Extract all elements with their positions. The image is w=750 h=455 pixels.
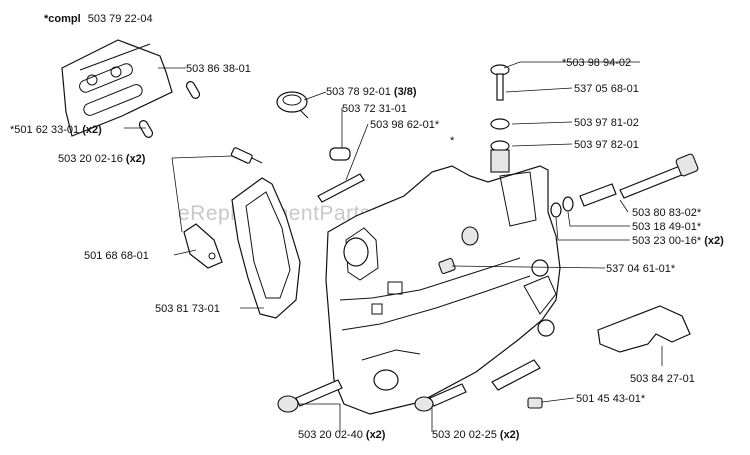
callout-503-20-02-25: 503 20 02-25 (x2) — [432, 429, 520, 441]
bolt-lower-center — [414, 383, 467, 412]
callout-503-98-62-01: 503 98 62-01* — [370, 119, 440, 131]
callout-503-18-49-01: 503 18 49-01* — [632, 221, 702, 233]
callout-503-23-00-16: 503 23 00-16* (x2) — [632, 235, 724, 247]
callout-501-45-43-01: 501 45 43-01* — [576, 393, 646, 405]
callout-537-05-68-01: 537 05 68-01 — [574, 83, 639, 95]
callout-537-04-61-01: 537 04 61-01* — [606, 263, 676, 275]
sleeve — [329, 147, 351, 161]
guide-plate — [61, 39, 173, 137]
leader-lines — [124, 61, 663, 432]
callout-503-78-92-01: 503 78 92-01 (3/8) — [326, 86, 417, 98]
header-label: *compl 503 79 22-04 — [44, 13, 153, 25]
callout-503-97-81-02: 503 97 81-02 — [574, 117, 639, 129]
chain-catcher — [597, 305, 691, 353]
callout-503-80-83-02: 503 80 83-02* — [632, 207, 702, 219]
callout-503-81-73-01: 503 81 73-01 — [155, 303, 220, 315]
adjuster-screw-assembly — [490, 64, 510, 173]
tensioner-nut — [438, 257, 456, 275]
spring-and-washers — [550, 183, 617, 218]
bolt-upper — [230, 147, 263, 164]
callout-503-86-38-01: 503 86 38-01 — [186, 63, 251, 75]
callout-501-68-68-01: 501 68 68-01 — [84, 250, 149, 262]
bolt-lower-right — [491, 359, 543, 409]
bolt-lower-left — [277, 379, 343, 413]
pins — [138, 81, 201, 138]
callout-503-72-31-01: 503 72 31-01 — [342, 103, 407, 115]
long-pin — [317, 173, 365, 203]
tensioner-screw — [619, 153, 699, 199]
callout-503-20-02-40: 503 20 02-40 (x2) — [298, 429, 386, 441]
housing-asterisk: * — [450, 135, 455, 147]
callout-503-84-27-01: 503 84 27-01 — [630, 373, 695, 385]
sprocket-cover-plug — [276, 91, 309, 119]
callout-503-20-02-16: 503 20 02-16 (x2) — [58, 153, 146, 165]
bracket — [183, 223, 223, 269]
callout-503-98-94-02: *503 98 94-02 — [562, 57, 631, 69]
side-plate — [231, 177, 301, 319]
callout-503-97-82-01: 503 97 82-01 — [574, 139, 639, 151]
main-housing — [325, 165, 561, 415]
callout-501-62-33-01: *501 62 33-01 (x2) — [10, 124, 102, 136]
